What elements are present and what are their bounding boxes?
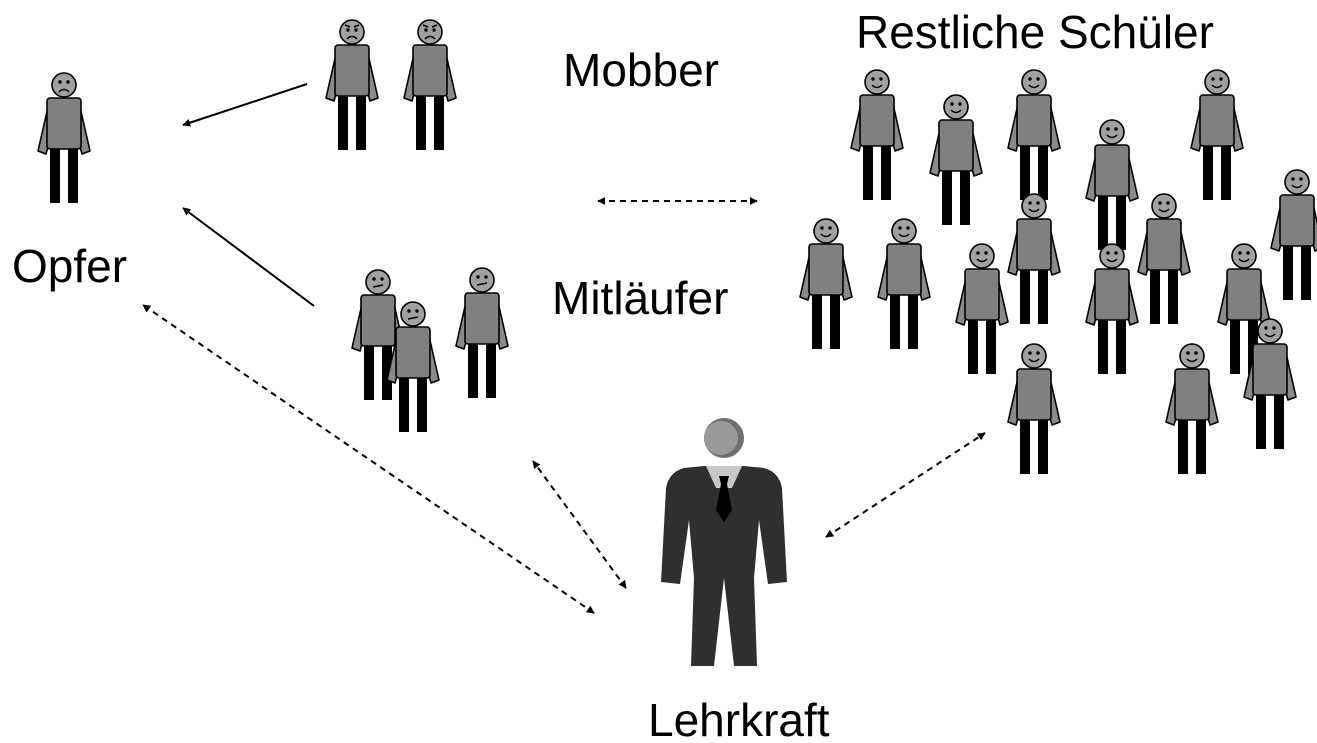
student-figure xyxy=(1008,194,1060,324)
student-figure xyxy=(1086,120,1138,250)
student-figure xyxy=(1138,194,1190,324)
student-figure xyxy=(956,244,1008,374)
bully-figure xyxy=(326,20,378,150)
teacher-figure xyxy=(661,418,787,666)
label-teacher: Lehrkraft xyxy=(648,694,830,743)
labels: Opfer Mobber Mitläufer Restliche Schüler… xyxy=(12,6,1214,743)
label-followers: Mitläufer xyxy=(552,272,728,324)
bullies-group xyxy=(326,20,456,150)
arrow-bullies-to-victim xyxy=(182,83,308,127)
follower-figure xyxy=(456,268,508,398)
student-figure xyxy=(851,70,903,200)
other-students-group xyxy=(800,70,1317,474)
arrow-followers-to-victim xyxy=(182,207,315,307)
label-victim: Opfer xyxy=(12,240,127,292)
student-figure xyxy=(1008,70,1060,200)
student-figure xyxy=(930,95,982,225)
student-figure xyxy=(1086,244,1138,374)
student-figure xyxy=(1271,170,1317,300)
relation-arrows xyxy=(142,83,986,614)
victim-figure xyxy=(38,73,90,203)
victim-group xyxy=(38,73,90,203)
student-figure xyxy=(800,219,852,349)
label-other-students: Restliche Schüler xyxy=(856,6,1214,58)
followers-group xyxy=(352,268,508,432)
arrow-teacher-victim xyxy=(142,304,595,614)
student-figure xyxy=(1191,70,1243,200)
student-figure xyxy=(1008,344,1060,474)
arrow-teacher-followers xyxy=(532,460,627,589)
bully-figure xyxy=(404,20,456,150)
student-figure xyxy=(1166,344,1218,474)
arrow-teacher-other-students xyxy=(825,432,986,538)
label-bullies: Mobber xyxy=(563,44,719,96)
student-figure xyxy=(878,219,930,349)
